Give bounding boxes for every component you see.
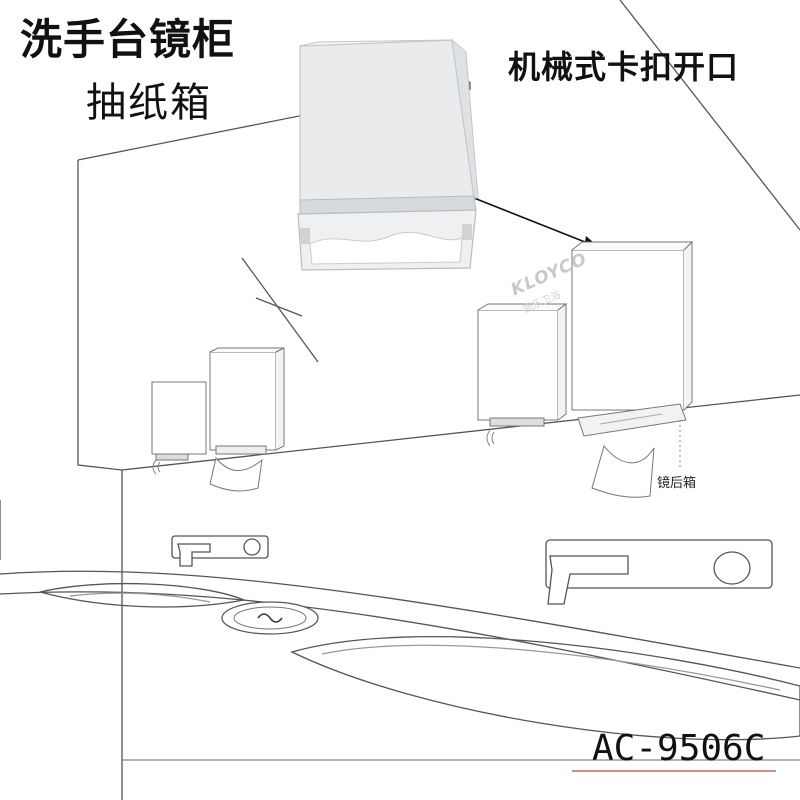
right-tall-box (477, 309, 559, 421)
left-small-box (151, 381, 207, 455)
right-faucet-plate (545, 539, 773, 589)
faucet-icon (547, 555, 629, 605)
left-basin (39, 582, 247, 608)
model-number: AC-9506C (592, 728, 766, 769)
mirror-reflection-line (255, 297, 303, 317)
wall-edge-line (619, 0, 800, 231)
model-underline (572, 770, 776, 772)
countertop-front (0, 591, 800, 701)
mirror-reflection-line (241, 257, 319, 363)
right-tissue (591, 444, 655, 498)
right-basin (290, 636, 800, 741)
product-box (297, 38, 479, 271)
title-line-1: 洗手台镜柜 (20, 15, 236, 64)
countertop-edge (0, 570, 800, 669)
subtitle: 机械式卡扣开口 (508, 48, 740, 86)
sensor-wave-icon (152, 459, 161, 475)
right-large-box (571, 249, 685, 411)
left-sensor-unit (155, 453, 189, 461)
title-line-2: 抽纸箱 (86, 80, 212, 126)
left-dispenser-slot (215, 445, 267, 455)
sensor-wave-icon (486, 429, 495, 447)
left-tissue (209, 456, 263, 492)
flush-button-icon (221, 601, 319, 635)
left-tall-box (209, 351, 277, 451)
behind-mirror-dispenser-opening (577, 403, 687, 437)
behind-mirror-label: 镜后箱 (657, 476, 697, 491)
pointer-arrow-line (473, 197, 591, 245)
right-sensor-unit (489, 417, 545, 427)
faucet-icon (177, 543, 211, 567)
